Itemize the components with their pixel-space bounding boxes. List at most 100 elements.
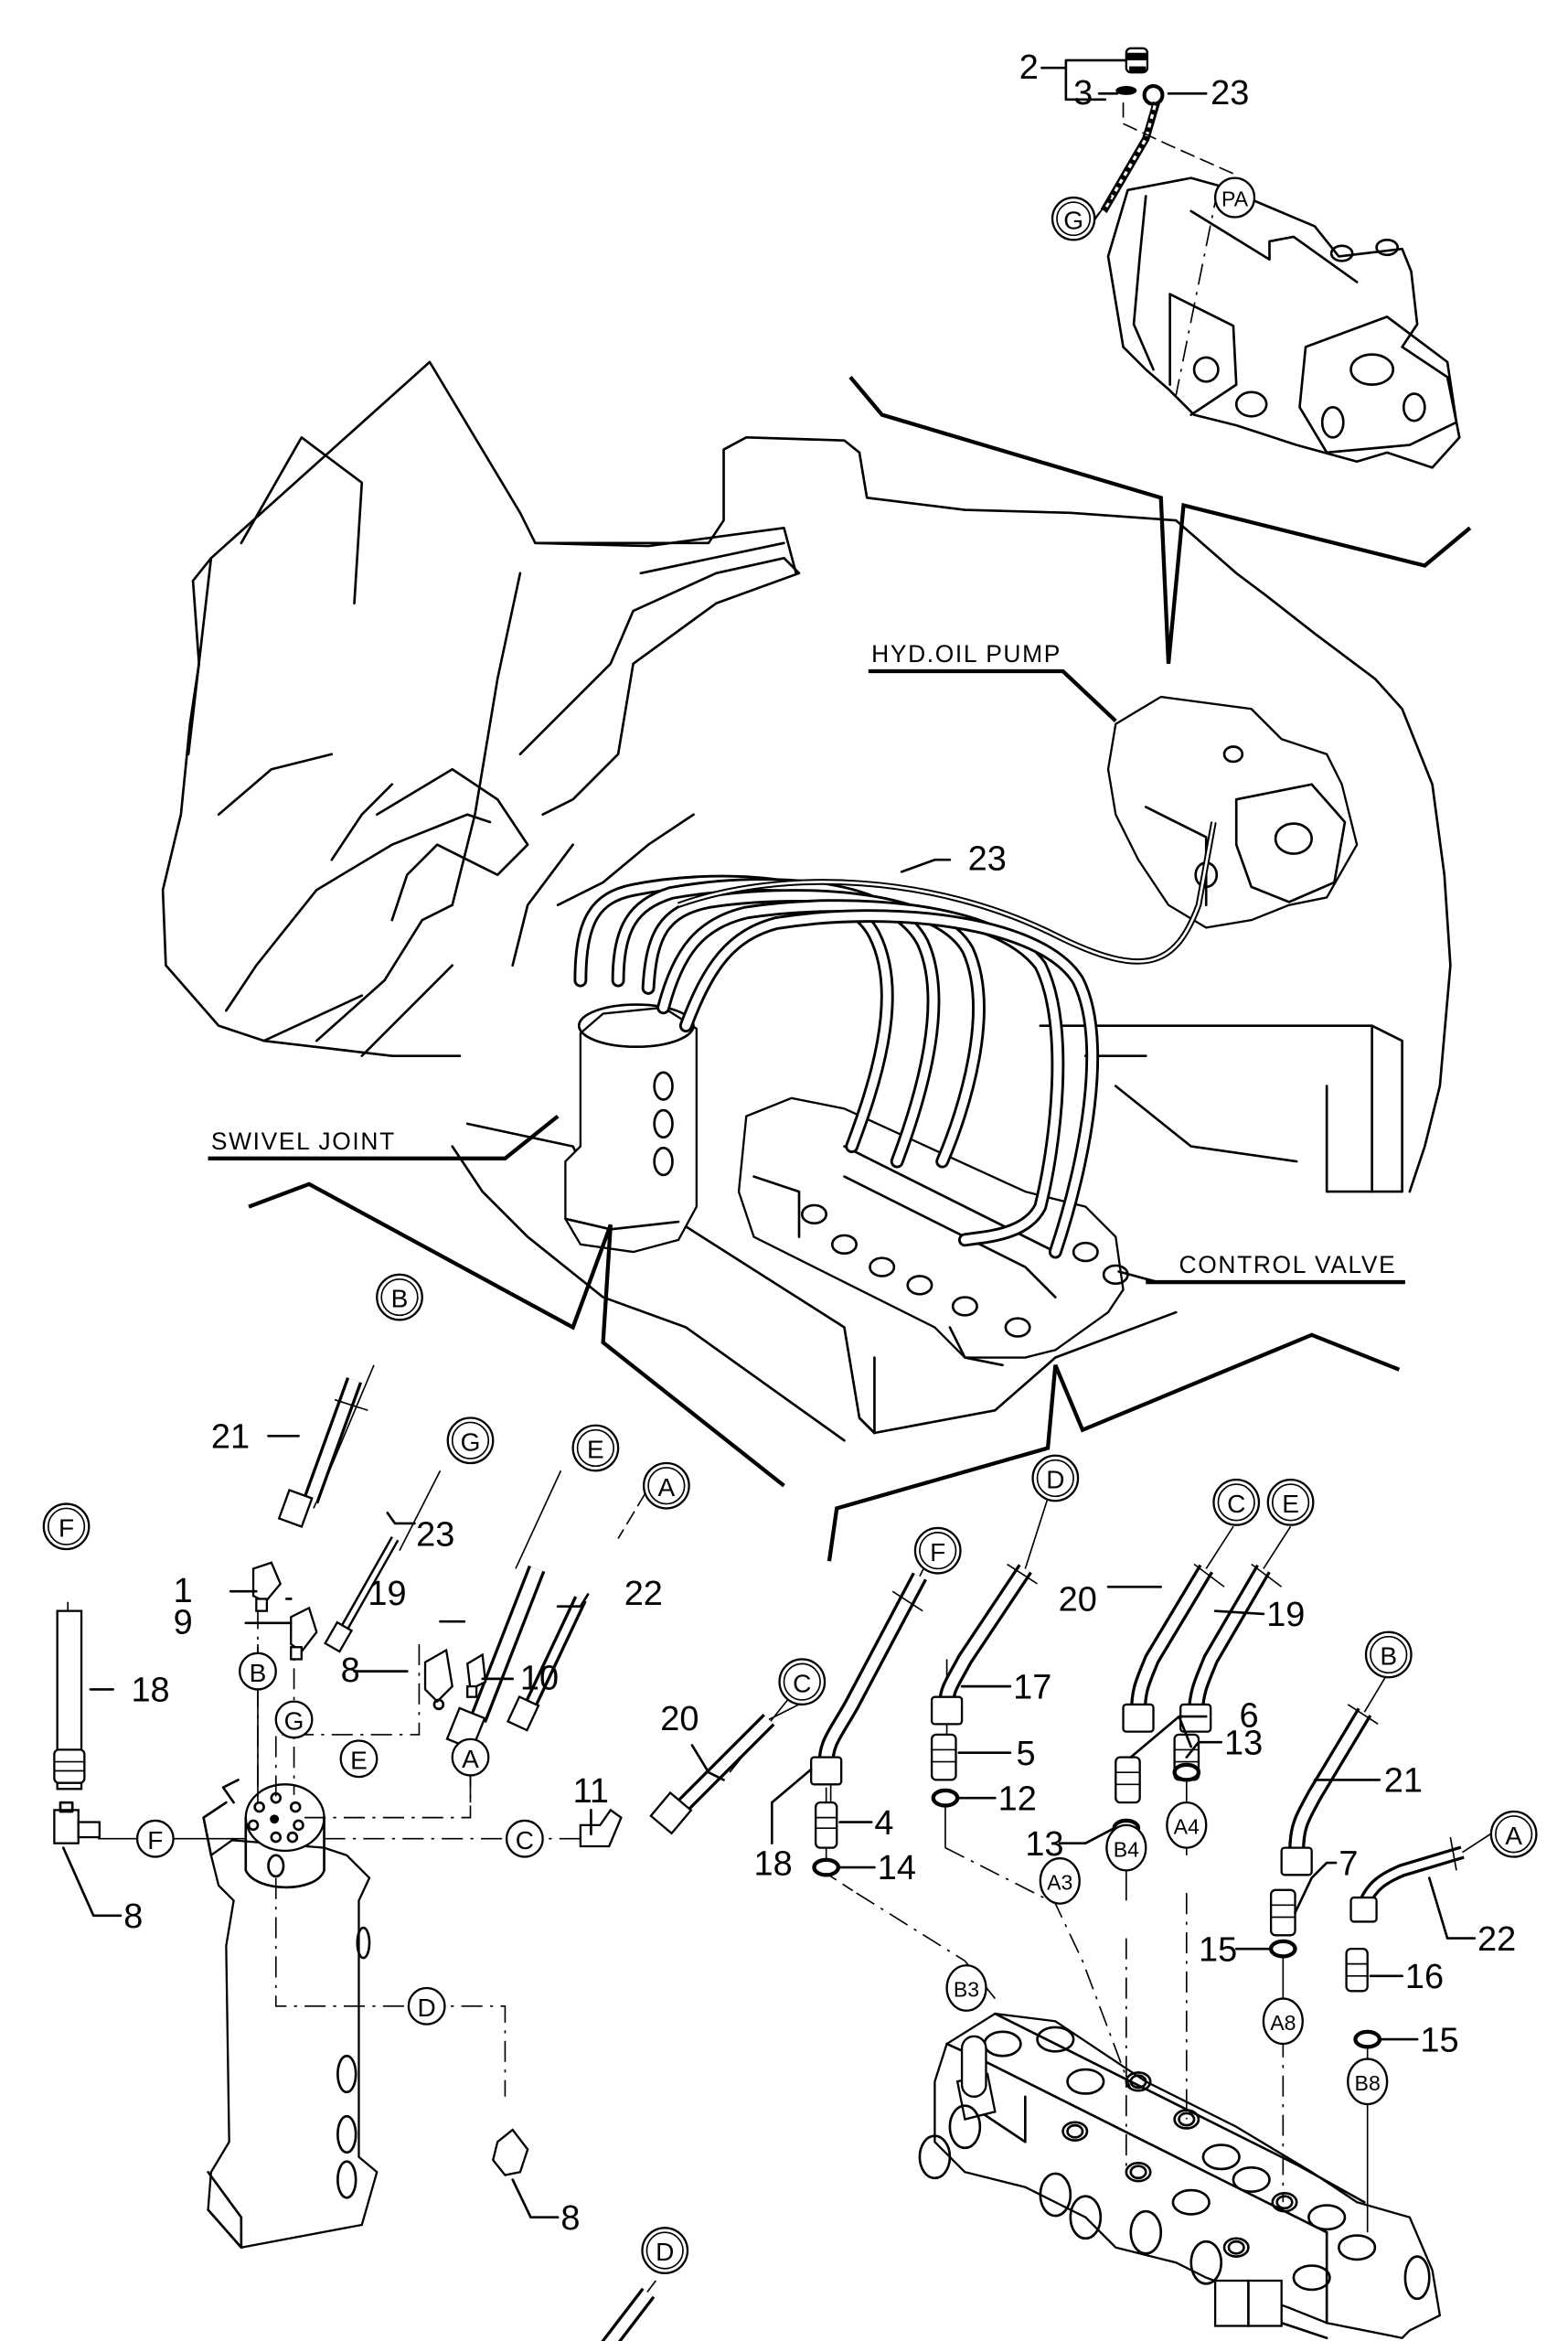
marker-b: B bbox=[1364, 1630, 1413, 1679]
marker-f: F bbox=[913, 1526, 962, 1575]
fitting-9 bbox=[290, 1606, 318, 1661]
svg-text:CONTROL VALVE: CONTROL VALVE bbox=[1179, 1251, 1397, 1278]
hydraulic-pump-main bbox=[1106, 695, 1359, 929]
control-valve-label: CONTROL VALVE bbox=[1117, 1251, 1405, 1285]
marker-e-top: E bbox=[571, 1424, 620, 1472]
callout-8-left: 8 bbox=[123, 1897, 143, 1936]
marker-pa: PA bbox=[1213, 176, 1256, 219]
callout-23-main: 23 bbox=[968, 840, 1007, 879]
svg-text:D: D bbox=[418, 1994, 436, 2022]
hose-23-swivel bbox=[324, 1536, 400, 1653]
marker-b3: B3 bbox=[945, 1964, 987, 2012]
callout-13a: 13 bbox=[1224, 1724, 1263, 1762]
hose-22-swivel bbox=[506, 1596, 587, 1732]
swivel-joint-body bbox=[202, 1779, 379, 2250]
valve-detail: 17 5 20 19 6 21 18 4 12 13 13 14 7 22 15… bbox=[754, 1454, 1538, 2340]
svg-text:PA: PA bbox=[1221, 187, 1249, 211]
marker-c-top: C bbox=[778, 1658, 827, 1706]
callout-9: 9 bbox=[174, 1603, 193, 1641]
hose-18-valve bbox=[810, 1572, 927, 1786]
callout-22: 22 bbox=[1477, 1920, 1516, 1959]
callout-15a: 15 bbox=[1199, 1930, 1237, 1969]
callout-3: 3 bbox=[1073, 74, 1093, 112]
callout-12: 12 bbox=[998, 1780, 1037, 1818]
callout-11: 11 bbox=[573, 1772, 609, 1811]
marker-a3: A3 bbox=[1039, 1857, 1081, 1905]
fitting-11 bbox=[579, 1808, 623, 1848]
marker-c: C bbox=[1212, 1478, 1261, 1526]
callout-18: 18 bbox=[131, 1672, 169, 1710]
detail-pointer-pump bbox=[848, 375, 1472, 664]
marker-f-line: F bbox=[135, 1819, 175, 1858]
svg-text:B8: B8 bbox=[1355, 2071, 1381, 2095]
adapter-6a bbox=[1115, 1756, 1141, 1804]
callout-22: 22 bbox=[624, 1575, 663, 1613]
callout-7: 7 bbox=[1339, 1844, 1358, 1883]
swivel-joint-main bbox=[564, 1003, 699, 1254]
o-ring-14 bbox=[812, 1857, 841, 1877]
marker-a-top: A bbox=[642, 1461, 690, 1510]
svg-text:B: B bbox=[391, 1285, 409, 1313]
o-ring-part-3 bbox=[1115, 86, 1137, 95]
callout-21: 21 bbox=[211, 1418, 250, 1457]
detail-pointer-swivel bbox=[248, 1181, 785, 1488]
hyd-oil-pump-label: HYD.OIL PUMP bbox=[868, 640, 1117, 723]
callout-5: 5 bbox=[1016, 1735, 1035, 1773]
hose-20-valve bbox=[1122, 1564, 1214, 1733]
svg-text:A: A bbox=[462, 1745, 479, 1773]
o-ring-13a bbox=[1172, 1762, 1201, 1782]
hose-20-swivel bbox=[649, 1713, 775, 1835]
marker-e: E bbox=[1266, 1478, 1315, 1526]
svg-text:G: G bbox=[284, 1707, 304, 1736]
svg-text:C: C bbox=[1227, 1490, 1245, 1518]
fitting-8-upper bbox=[423, 1648, 453, 1711]
svg-text:SWIVEL JOINT: SWIVEL JOINT bbox=[211, 1128, 396, 1155]
adapter-16 bbox=[1345, 1947, 1369, 1993]
callout-6: 6 bbox=[1240, 1697, 1259, 1736]
swivel-detail: 21 23 1 9 19 22 18 8 10 20 11 8 17 8 B G… bbox=[42, 1273, 827, 2341]
svg-text:C: C bbox=[516, 1826, 534, 1855]
marker-g-top: G bbox=[446, 1416, 495, 1465]
marker-b8: B8 bbox=[1347, 2058, 1389, 2106]
svg-text:A: A bbox=[1505, 1822, 1522, 1850]
fitting-8-left bbox=[53, 1801, 101, 1844]
svg-text:B3: B3 bbox=[954, 1978, 979, 2002]
marker-g-line: G bbox=[274, 1700, 314, 1739]
svg-text:A8: A8 bbox=[1270, 2011, 1296, 2035]
callout-13b: 13 bbox=[1025, 1825, 1063, 1864]
hose-22-valve bbox=[1349, 1845, 1465, 1923]
marker-b4: B4 bbox=[1105, 1823, 1147, 1872]
hose-17-valve bbox=[930, 1564, 1032, 1726]
fitting-8-lower bbox=[491, 2128, 529, 2176]
control-valve-main bbox=[737, 1096, 1129, 1367]
svg-text:A4: A4 bbox=[1174, 1815, 1200, 1839]
marker-c-line: C bbox=[505, 1819, 544, 1858]
callout-10: 10 bbox=[520, 1659, 559, 1697]
callout-23: 23 bbox=[1211, 74, 1249, 112]
main-assembly-view: HYD.OIL PUMP SWIVEL JOINT CONTROL VALVE … bbox=[161, 360, 1472, 1562]
hose-23-pump bbox=[1100, 83, 1165, 214]
callout-15b: 15 bbox=[1420, 2021, 1458, 2059]
adapter-4 bbox=[814, 1801, 838, 1849]
svg-text:G: G bbox=[1063, 206, 1083, 234]
marker-d: D bbox=[1031, 1454, 1080, 1502]
svg-text:F: F bbox=[59, 1513, 74, 1542]
callout-21: 21 bbox=[1384, 1762, 1423, 1801]
svg-text:C: C bbox=[793, 1669, 811, 1697]
control-valve-body bbox=[918, 2012, 1442, 2340]
swivel-joint-label: SWIVEL JOINT bbox=[208, 1114, 560, 1160]
marker-a: A bbox=[1489, 1810, 1538, 1858]
callout-2: 2 bbox=[1019, 48, 1039, 87]
marker-a4: A4 bbox=[1166, 1801, 1208, 1849]
o-ring-12 bbox=[931, 1788, 960, 1808]
hose-19-valve bbox=[1179, 1564, 1271, 1733]
hose-bundle-main bbox=[573, 821, 1217, 1259]
hose-21-swivel bbox=[277, 1377, 368, 1528]
svg-text:A: A bbox=[658, 1473, 676, 1502]
marker-g-pump: G bbox=[1051, 196, 1096, 241]
fitting-1 bbox=[251, 1561, 283, 1612]
marker-d-line: D bbox=[407, 1986, 446, 2026]
svg-text:HYD.OIL PUMP: HYD.OIL PUMP bbox=[871, 640, 1061, 668]
svg-text:E: E bbox=[350, 1746, 368, 1774]
svg-text:B: B bbox=[1380, 1642, 1397, 1671]
